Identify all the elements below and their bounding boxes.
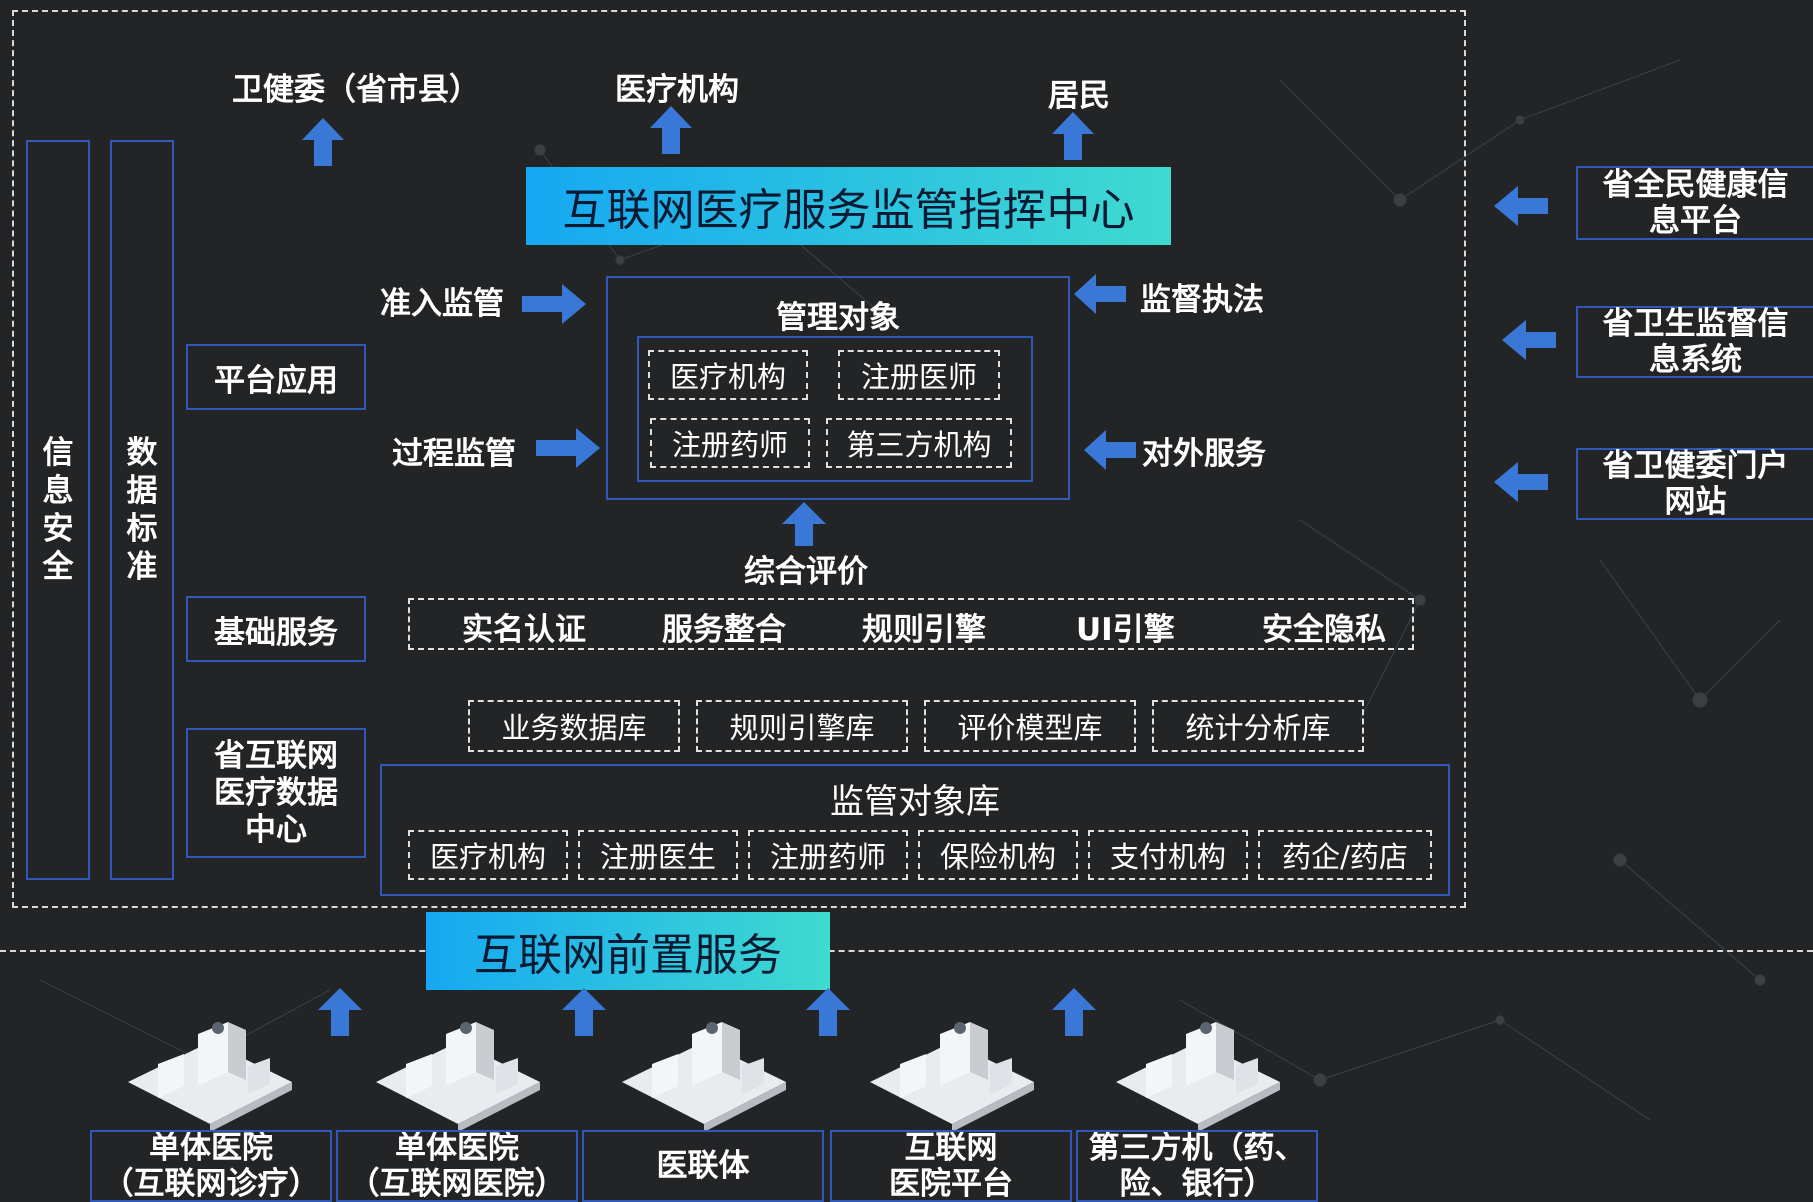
layer-data-center: 省互联网 医疗数据 中心 <box>186 728 366 858</box>
arrow-icon <box>562 988 606 1036</box>
access-supervision-label: 准入监管 <box>380 286 504 322</box>
arrow-icon <box>806 988 850 1036</box>
front-service-title: 互联网前置服务 <box>426 912 830 990</box>
arrow-icon <box>782 502 826 546</box>
hospital-building-icon <box>128 1022 292 1132</box>
arrow-icon <box>1074 274 1126 314</box>
hospital-building-icon <box>376 1022 540 1132</box>
managed-object-item: 注册医师 <box>838 350 1000 400</box>
managed-objects-title: 管理对象 <box>776 300 900 336</box>
arrow-icon <box>1084 430 1136 470</box>
object-library-item: 药企/药店 <box>1258 830 1432 880</box>
arrow-icon <box>650 106 692 154</box>
hospital-building-icon <box>870 1022 1034 1132</box>
database-item: 规则引擎库 <box>696 700 908 752</box>
evaluation-label: 综合评价 <box>744 554 868 590</box>
object-library-item: 注册药师 <box>748 830 908 880</box>
object-library-panel <box>380 764 1450 896</box>
info-security-column: 信息安全 <box>26 140 90 880</box>
arrow-icon <box>1502 320 1556 360</box>
front-service-divider <box>0 950 1813 952</box>
basic-service-item: UI引擎 <box>1076 612 1175 648</box>
managed-object-item: 医疗机构 <box>648 350 808 400</box>
source-box: 第三方机（药、 险、银行） <box>1076 1130 1318 1202</box>
managed-object-item: 注册药师 <box>650 418 810 468</box>
object-library-item: 注册医生 <box>578 830 738 880</box>
basic-services-row <box>408 598 1414 650</box>
command-center-title: 互联网医疗服务监管指挥中心 <box>526 167 1171 245</box>
arrow-icon <box>318 988 362 1036</box>
basic-service-item: 安全隐私 <box>1262 612 1386 648</box>
basic-service-item: 服务整合 <box>662 612 786 648</box>
managed-objects-inner <box>637 336 1033 482</box>
object-library-title: 监管对象库 <box>830 782 1000 822</box>
enforcement-label: 监督执法 <box>1140 282 1264 318</box>
arrow-icon <box>1494 462 1548 502</box>
database-item: 评价模型库 <box>924 700 1136 752</box>
managed-objects-panel <box>606 276 1070 500</box>
external-system-box: 省全民健康信 息平台 <box>1576 166 1813 240</box>
object-library-item: 医疗机构 <box>408 830 568 880</box>
basic-service-item: 实名认证 <box>462 612 586 648</box>
source-box: 互联网 医院平台 <box>830 1130 1072 1202</box>
hospital-building-icon <box>622 1022 786 1132</box>
arrow-icon <box>1494 186 1548 226</box>
target-health-commission: 卫健委（省市县） <box>232 72 480 108</box>
arrow-icon <box>536 428 600 468</box>
arrow-icon <box>1052 112 1094 160</box>
data-standard-column: 数据标准 <box>110 140 174 880</box>
managed-object-item: 第三方机构 <box>826 418 1012 468</box>
hospital-building-icon <box>1116 1022 1280 1132</box>
basic-service-item: 规则引擎 <box>862 612 986 648</box>
source-box: 单体医院 （互联网医院） <box>336 1130 578 1202</box>
target-medical-institutions: 医疗机构 <box>615 72 739 108</box>
external-system-box: 省卫健委门户 网站 <box>1576 448 1813 520</box>
layer-basic-services: 基础服务 <box>186 596 366 662</box>
arrow-icon <box>522 284 586 324</box>
object-library-item: 保险机构 <box>918 830 1078 880</box>
external-service-label: 对外服务 <box>1142 436 1266 472</box>
source-box: 医联体 <box>582 1130 824 1202</box>
target-residents: 居民 <box>1048 78 1110 114</box>
source-box: 单体医院 （互联网诊疗） <box>90 1130 332 1202</box>
external-system-box: 省卫生监督信 息系统 <box>1576 306 1813 378</box>
platform-frame <box>12 10 1466 908</box>
layer-platform-app: 平台应用 <box>186 344 366 410</box>
arrow-icon <box>1052 988 1096 1036</box>
database-item: 业务数据库 <box>468 700 680 752</box>
process-supervision-label: 过程监管 <box>392 436 516 472</box>
object-library-item: 支付机构 <box>1088 830 1248 880</box>
arrow-icon <box>302 118 344 166</box>
database-item: 统计分析库 <box>1152 700 1364 752</box>
